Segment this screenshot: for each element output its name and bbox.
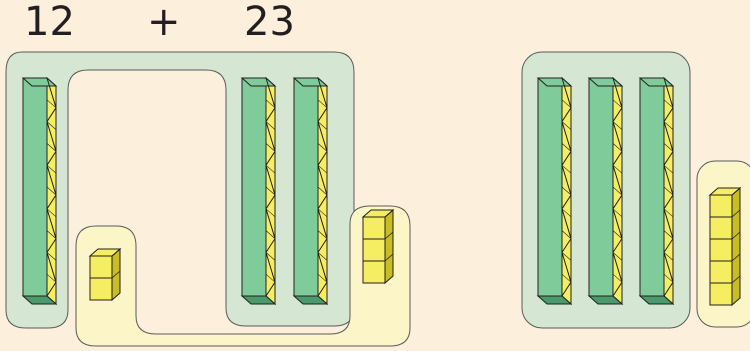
unit-cube: [709, 238, 733, 262]
unit-cube: [709, 194, 733, 218]
unit-cube: [362, 216, 386, 240]
ten-rod-sum-b: [587, 76, 624, 306]
unit-cube: [709, 216, 733, 240]
unit-cube: [362, 260, 386, 284]
unit-stack-sum: [708, 186, 742, 307]
ten-rod-addend-2a: [240, 76, 277, 306]
plus-sign: +: [147, 0, 181, 45]
unit-cube: [709, 282, 733, 306]
unit-stack-addend-2: [361, 208, 395, 285]
unit-cube: [709, 260, 733, 284]
right-addend: 23: [244, 0, 295, 45]
ten-rod-addend-2b: [292, 76, 329, 306]
ten-rod-addend-1: [21, 76, 58, 306]
unit-stack-addend-1: [88, 247, 122, 302]
unit-cube: [89, 277, 113, 301]
ten-rod-sum-a: [536, 76, 573, 306]
left-addend: 12: [24, 0, 75, 45]
unit-cube: [89, 255, 113, 279]
ten-rod-sum-c: [638, 76, 675, 306]
unit-cube: [362, 238, 386, 262]
